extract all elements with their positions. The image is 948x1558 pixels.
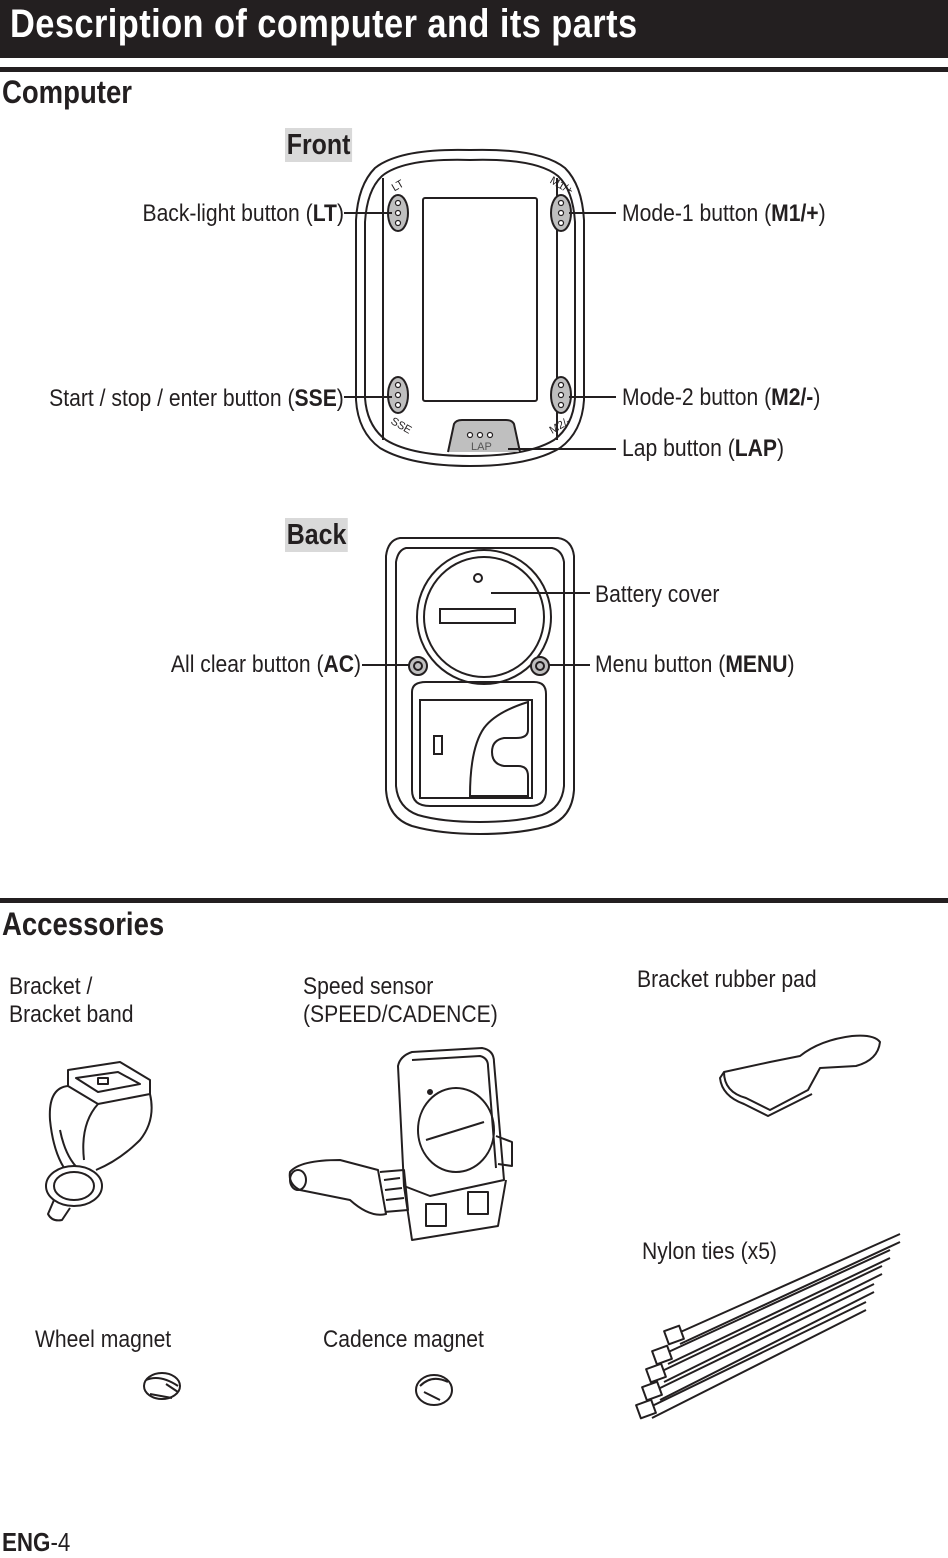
title-bar <box>0 0 948 58</box>
nylon-ties-label: Nylon ties (x5) <box>642 1238 777 1265</box>
page-title: Description of computer and its parts <box>10 2 638 46</box>
rubber-pad-label: Bracket rubber pad <box>637 966 817 993</box>
section-rule-computer <box>0 67 948 72</box>
device-label-lap: LAP <box>471 441 492 453</box>
bracket-illustration <box>45 1061 153 1222</box>
wheel-magnet-illustration <box>143 1372 181 1400</box>
front-heading: Front <box>285 128 353 162</box>
callout-allclear-button: All clear button (AC) <box>170 651 361 678</box>
wheel-magnet-label: Wheel magnet <box>35 1326 172 1353</box>
bracket-label: Bracket / Bracket band <box>9 973 134 1028</box>
cadence-magnet-label: Cadence magnet <box>323 1326 484 1353</box>
callout-mode1-button: Mode-1 button (M1/+) <box>622 200 826 227</box>
speed-sensor-label: Speed sensor (SPEED/CADENCE) <box>303 973 498 1028</box>
back-heading: Back <box>285 518 349 552</box>
callout-battery-cover: Battery cover <box>595 581 720 608</box>
speed-sensor-illustration <box>288 1047 513 1241</box>
callout-lap-button: Lap button (LAP) <box>622 435 785 462</box>
callout-backlight-button: Back-light button (LT) <box>142 200 344 227</box>
callout-mode2-button: Mode-2 button (M2/-) <box>622 384 821 411</box>
accessories-heading: Accessories <box>2 906 165 942</box>
section-rule-accessories <box>0 898 948 903</box>
callout-sse-button: Start / stop / enter button (SSE) <box>49 385 344 412</box>
computer-heading: Computer <box>2 74 132 110</box>
rubber-pad-illustration <box>719 1034 881 1117</box>
cadence-magnet-illustration <box>415 1374 453 1406</box>
callout-menu-button: Menu button (MENU) <box>595 651 795 678</box>
page-number: ENG-4 <box>2 1527 71 1557</box>
nylon-ties-illustration <box>635 1233 901 1420</box>
